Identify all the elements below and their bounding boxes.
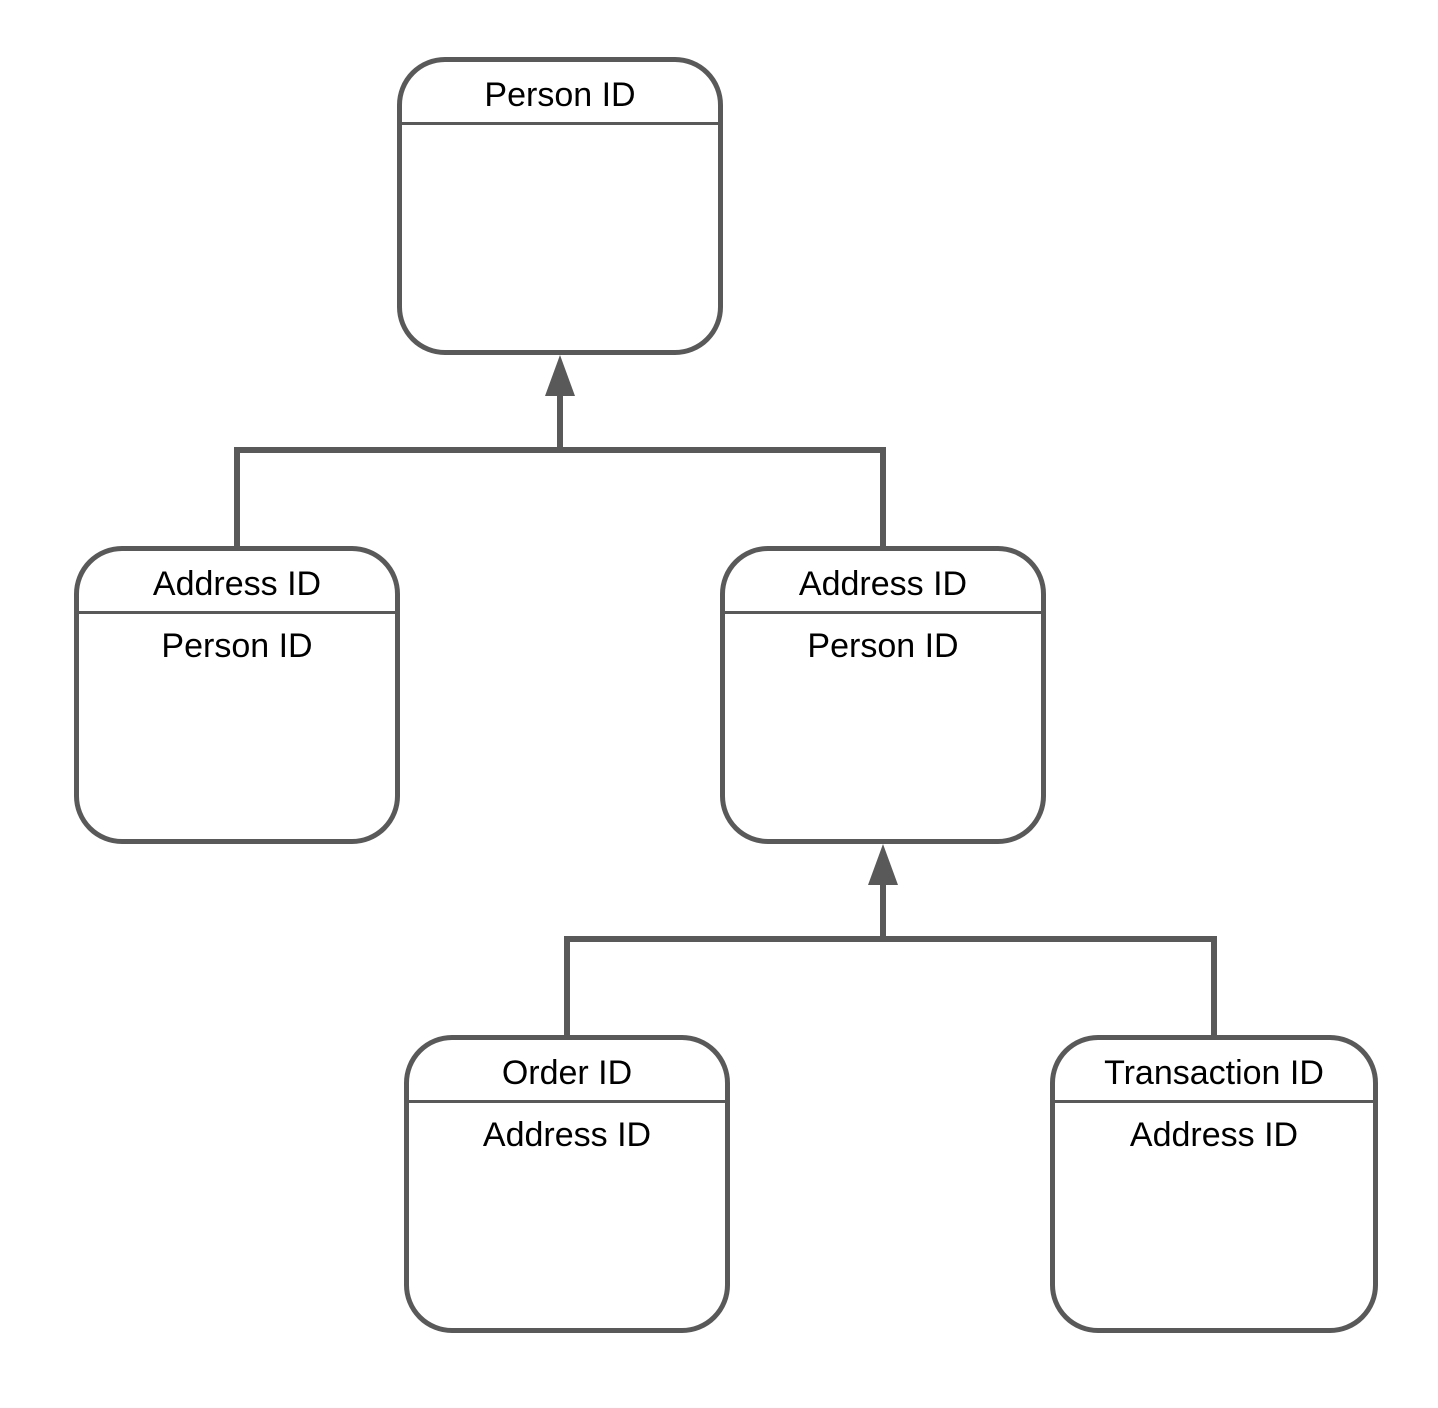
entity-address-left-header: Address ID bbox=[79, 551, 395, 614]
entity-transaction-body: Address ID bbox=[1129, 1116, 1299, 1154]
entity-address-left[interactable]: Address ID Person ID bbox=[74, 546, 400, 844]
entity-address-right[interactable]: Address ID Person ID bbox=[720, 546, 1046, 844]
entity-person-header: Person ID bbox=[402, 62, 718, 125]
entity-address-left-body: Person ID bbox=[161, 627, 313, 665]
arrowhead-to-address bbox=[868, 844, 898, 885]
entity-person-body bbox=[402, 125, 718, 140]
connector-order-transaction-to-address bbox=[564, 936, 1217, 1035]
entity-transaction-header: Transaction ID bbox=[1055, 1040, 1373, 1103]
connector-address-to-person bbox=[234, 447, 886, 546]
entity-order-body: Address ID bbox=[482, 1116, 652, 1154]
arrowhead-to-person bbox=[545, 355, 575, 396]
entity-address-right-header: Address ID bbox=[725, 551, 1041, 614]
entity-transaction[interactable]: Transaction ID Address ID bbox=[1050, 1035, 1378, 1333]
entity-order-header: Order ID bbox=[409, 1040, 725, 1103]
entity-person[interactable]: Person ID bbox=[397, 57, 723, 355]
entity-address-right-body: Person ID bbox=[807, 627, 959, 665]
entity-order[interactable]: Order ID Address ID bbox=[404, 1035, 730, 1333]
